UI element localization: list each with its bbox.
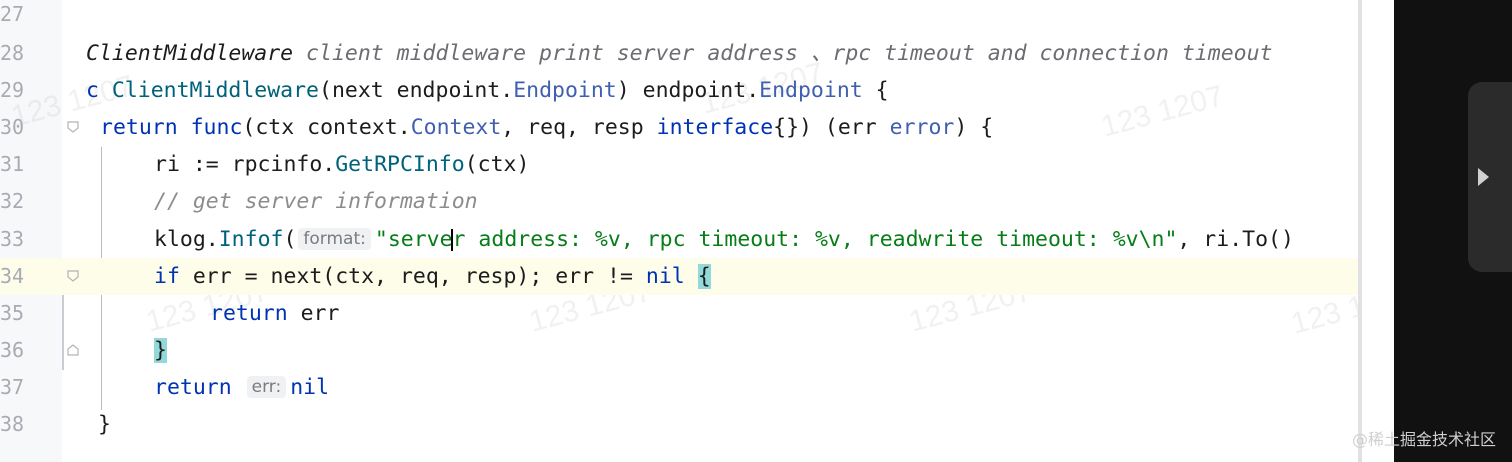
line-number: 31 (0, 152, 25, 176)
matched-brace: } (154, 338, 167, 363)
line-number: 30 (0, 115, 25, 139)
code-text: return err (210, 301, 340, 326)
code-text: } (154, 332, 167, 369)
side-panel-tab[interactable] (1468, 82, 1512, 272)
code-text: c ClientMiddleware(next endpoint.Endpoin… (86, 78, 889, 103)
code-line[interactable]: 37 return err:nil (0, 369, 1362, 406)
code-line-current[interactable]: 34 if err = next(ctx, req, resp); err !=… (0, 258, 1362, 295)
code-text: return err:nil (154, 375, 330, 400)
fold-icon[interactable] (66, 120, 80, 134)
line-number: 29 (0, 78, 25, 102)
fold-icon[interactable] (66, 269, 80, 283)
code-line[interactable]: 38 } (0, 406, 1362, 443)
code-comment: // get server information (154, 189, 478, 214)
play-icon[interactable] (1478, 168, 1489, 186)
code-line[interactable]: 29 c ClientMiddleware(next endpoint.Endp… (0, 72, 1362, 109)
line-number: 35 (0, 301, 25, 325)
code-line[interactable]: 35 return err (0, 295, 1362, 332)
code-line[interactable]: 31 ri := rpcinfo.GetRPCInfo(ctx) (0, 146, 1362, 183)
line-number: 38 (0, 412, 25, 436)
line-number: 36 (0, 338, 25, 362)
code-line[interactable]: 27 (0, 0, 1362, 33)
code-editor[interactable]: 123 1207 123 1207 123 1207 123 1207 123 … (0, 0, 1362, 462)
scope-guide (62, 262, 64, 370)
matched-brace: { (697, 264, 711, 289)
fold-icon[interactable] (66, 343, 80, 357)
line-number: 32 (0, 189, 25, 213)
code-line[interactable]: 30 return func(ctx context.Context, req,… (0, 109, 1362, 146)
text-cursor (450, 229, 453, 251)
code-line[interactable]: 32 // get server information (0, 183, 1362, 220)
code-text: return func(ctx context.Context, req, re… (100, 115, 994, 140)
line-number: 27 (0, 2, 25, 26)
code-line[interactable]: 33 klog.Infof(format:"server address: %v… (0, 221, 1362, 258)
code-line[interactable]: 36 } (0, 332, 1362, 369)
editor-scrollbar-divider[interactable] (1358, 0, 1362, 462)
code-text: } (98, 412, 111, 437)
code-text: if err = next(ctx, req, resp); err != ni… (154, 264, 711, 289)
line-number: 34 (0, 264, 25, 288)
fold-gutter (62, 0, 82, 462)
line-number: 37 (0, 375, 25, 399)
parameter-hint: format: (298, 228, 371, 250)
line-number: 33 (0, 227, 25, 251)
code-line[interactable]: 28 ClientMiddleware client middleware pr… (0, 35, 1362, 72)
parameter-hint: err: (246, 376, 287, 398)
code-text: ClientMiddleware client middleware print… (86, 41, 1273, 66)
line-number-gutter (0, 0, 62, 462)
code-text: ri := rpcinfo.GetRPCInfo(ctx) (154, 152, 530, 177)
code-text: klog.Infof(format:"server address: %v, r… (154, 227, 1294, 252)
line-number: 28 (0, 41, 25, 65)
site-watermark: @稀土掘金技术社区 (1351, 430, 1496, 449)
